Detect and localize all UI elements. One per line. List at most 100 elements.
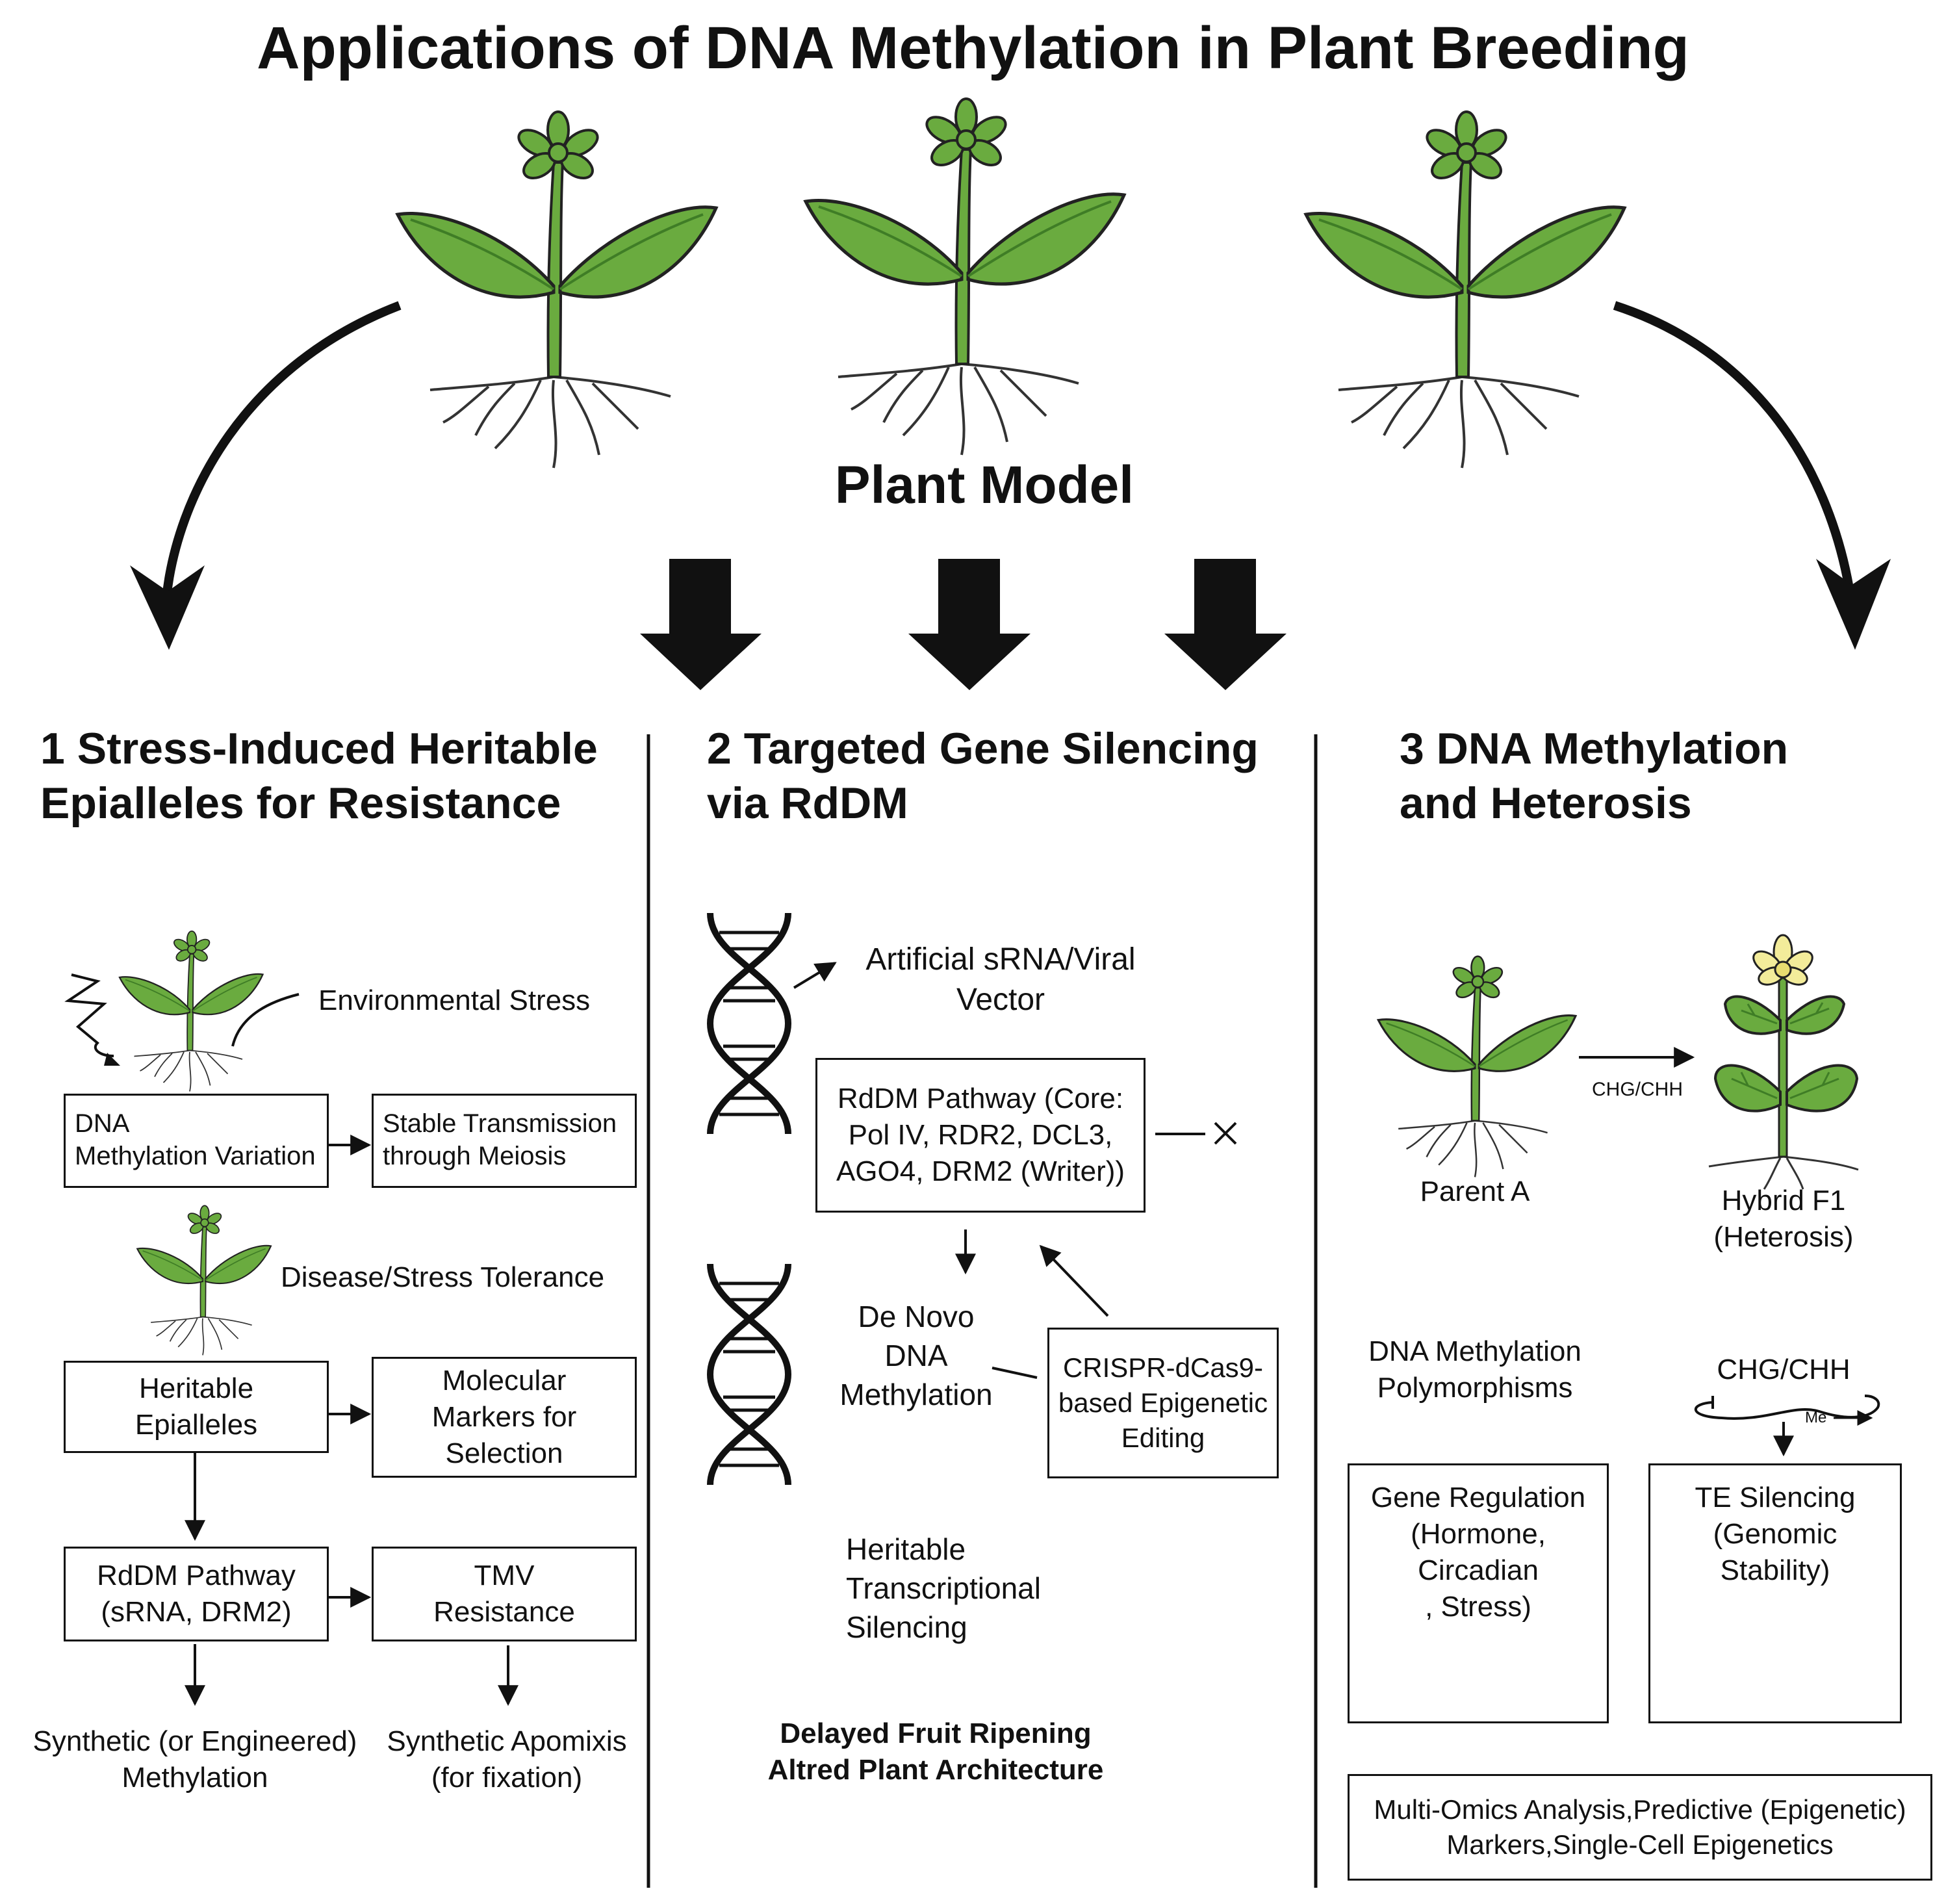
plant-right-icon xyxy=(1306,112,1624,468)
rddm-pathway-box: RdDM Pathway (sRNA, DRM2) xyxy=(64,1547,329,1641)
gene-regulation-line2: (Hormone, xyxy=(1411,1518,1546,1550)
de-novo-methylation-label: De Novo DNA Methylation xyxy=(825,1297,1007,1414)
gene-regulation-line4: , Stress) xyxy=(1425,1591,1531,1623)
section-3-title: 3 DNA Methylation and Heterosis xyxy=(1400,721,1932,830)
artificial-srna-line1: Artificial sRNA/Viral xyxy=(865,942,1136,977)
gene-regulation-line3: Circadian xyxy=(1418,1554,1539,1586)
te-silencing-line3: Stability) xyxy=(1720,1554,1830,1586)
rddm-pathway-line2: (sRNA, DRM2) xyxy=(101,1596,292,1628)
molecular-markers-line3: Selection xyxy=(445,1437,563,1469)
section-3-title-line2: and Heterosis xyxy=(1400,778,1692,828)
heritable-silencing-line2: Transcriptional xyxy=(846,1571,1041,1605)
outcome-label: Delayed Fruit Ripening Altred Plant Arch… xyxy=(715,1716,1157,1788)
molecular-markers-box: Molecular Markers for Selection xyxy=(372,1357,637,1478)
hybrid-f1-line1: Hybrid F1 xyxy=(1721,1185,1846,1216)
small-plant-2-icon xyxy=(136,1205,272,1356)
heritable-silencing-line1: Heritable xyxy=(846,1532,966,1566)
de-novo-line1: De Novo xyxy=(858,1300,975,1333)
dna-methylation-variation-line2: Methylation Variation xyxy=(75,1142,316,1170)
outcome-line2: Altred Plant Architecture xyxy=(767,1754,1104,1786)
parent-plant-icon xyxy=(1377,955,1577,1178)
chg-chh-label: CHG/CHH xyxy=(1717,1354,1850,1385)
molecular-markers-line2: Markers for xyxy=(431,1401,577,1433)
plant-center-icon xyxy=(806,99,1124,455)
artificial-srna-label: Artificial sRNA/Viral Vector xyxy=(838,940,1163,1020)
parent-a-label: Parent A xyxy=(1420,1176,1530,1207)
crispr-line2: based Epigenetic xyxy=(1058,1387,1268,1418)
section-1-title: 1 Stress-Induced Heritable Epialleles fo… xyxy=(40,721,638,830)
rddm-pathway-line1: RdDM Pathway xyxy=(97,1560,296,1591)
polymorphisms-label: DNA Methylation Polymorphisms xyxy=(1338,1333,1611,1406)
hybrid-f1-line2: (Heterosis) xyxy=(1713,1221,1854,1253)
hybrid-plant-icon xyxy=(1708,934,1859,1190)
rddm-core-line3: AGO4, DRM2 (Writer)) xyxy=(836,1155,1125,1187)
section-2-title-line1: 2 Targeted Gene Silencing xyxy=(707,724,1259,773)
curved-arrow-left-head xyxy=(130,565,205,650)
dna-methylation-variation-line1: DNA xyxy=(75,1109,130,1138)
stable-transmission-line1: Stable Transmission xyxy=(383,1109,617,1138)
stable-transmission-box: Stable Transmission through Meiosis xyxy=(372,1094,637,1188)
polymorphisms-line1: DNA Methylation xyxy=(1368,1335,1581,1367)
block-arrow-2 xyxy=(908,559,1031,690)
artificial-srna-line2: Vector xyxy=(956,983,1045,1017)
me-label: Me xyxy=(1805,1409,1827,1426)
outcome-line1: Delayed Fruit Ripening xyxy=(780,1717,1092,1749)
molecular-markers-line1: Molecular xyxy=(442,1365,567,1396)
de-novo-line3: Methylation xyxy=(839,1378,993,1411)
multi-omics-line2: Markers,Single-Cell Epigenetics xyxy=(1446,1829,1834,1860)
heritable-epialleles-line2: Epialleles xyxy=(134,1409,258,1441)
curved-arrow-right xyxy=(1613,301,1856,605)
tmv-resistance-line1: TMV xyxy=(474,1560,535,1591)
dna-helix-bottom-icon xyxy=(710,1264,788,1485)
page-title: Applications of DNA Methylation in Plant… xyxy=(257,15,1689,81)
rddm-core-line2: Pol IV, RDR2, DCL3, xyxy=(848,1119,1113,1151)
synthetic-apomixis-line1: Synthetic Apomixis xyxy=(387,1725,627,1757)
rddm-core-box: RdDM Pathway (Core: Pol IV, RDR2, DCL3, … xyxy=(815,1058,1146,1213)
section-3-title-line1: 3 DNA Methylation xyxy=(1400,724,1789,773)
hybrid-f1-label: Hybrid F1 (Heterosis) xyxy=(1683,1183,1884,1255)
block-arrow-1 xyxy=(640,559,762,690)
chg-chh-arrow-label: CHG/CHH xyxy=(1592,1079,1683,1100)
disease-tolerance-label: Disease/Stress Tolerance xyxy=(281,1261,605,1293)
block-arrow-3 xyxy=(1164,559,1287,690)
de-novo-line2: DNA xyxy=(884,1339,948,1372)
tmv-resistance-line2: Resistance xyxy=(433,1596,575,1628)
plant-left-icon xyxy=(398,112,716,468)
section-1-title-line1: 1 Stress-Induced Heritable xyxy=(40,724,598,773)
synthetic-methylation-line2: Methylation xyxy=(122,1762,268,1794)
heritable-epialleles-box: Heritable Epialleles xyxy=(64,1361,329,1453)
section-2-title: 2 Targeted Gene Silencing via RdDM xyxy=(707,721,1305,830)
crispr-line1: CRISPR-dCas9- xyxy=(1062,1352,1264,1383)
tmv-resistance-box: TMV Resistance xyxy=(372,1547,637,1641)
dna-helix-top-icon xyxy=(710,913,788,1134)
environmental-stress-label: Environmental Stress xyxy=(318,984,591,1016)
heritable-silencing-label: Heritable Transcriptional Silencing xyxy=(846,1530,1106,1647)
blocked-x-icon xyxy=(1214,1122,1237,1145)
stress-squiggle-icon xyxy=(64,973,114,1057)
crispr-box: CRISPR-dCas9- based Epigenetic Editing xyxy=(1047,1328,1279,1478)
synthetic-apomixis-label: Synthetic Apomixis (for fixation) xyxy=(370,1723,643,1796)
synthetic-methylation-line1: Synthetic (or Engineered) xyxy=(32,1725,357,1757)
synthetic-apomixis-line2: (for fixation) xyxy=(431,1762,583,1794)
crispr-line3: Editing xyxy=(1121,1422,1205,1453)
plant-model-label: Plant Model xyxy=(834,456,1134,515)
curved-arrow-left xyxy=(161,301,402,605)
methylation-curve-icon xyxy=(1694,1395,1880,1420)
curved-arrow-right-head xyxy=(1816,559,1891,650)
rddm-core-line1: RdDM Pathway (Core: xyxy=(837,1083,1124,1114)
te-silencing-box: TE Silencing (Genomic Stability) xyxy=(1648,1463,1902,1723)
heritable-silencing-line3: Silencing xyxy=(846,1610,967,1644)
heritable-epialleles-line1: Heritable xyxy=(138,1372,254,1404)
section-2-title-line2: via RdDM xyxy=(707,778,908,828)
gene-regulation-box: Gene Regulation (Hormone, Circadian , St… xyxy=(1348,1463,1609,1723)
gene-regulation-line1: Gene Regulation xyxy=(1370,1482,1586,1513)
multi-omics-line1: Multi-Omics Analysis,Predictive (Epigene… xyxy=(1374,1794,1906,1825)
section-1-title-line2: Epialleles for Resistance xyxy=(40,778,561,828)
synthetic-methylation-label: Synthetic (or Engineered) Methylation xyxy=(6,1723,383,1796)
polymorphisms-line2: Polymorphisms xyxy=(1377,1372,1573,1404)
dna-methylation-variation-box: DNA Methylation Variation xyxy=(64,1094,329,1188)
small-plant-1-icon xyxy=(118,930,264,1092)
te-silencing-line1: TE Silencing xyxy=(1695,1482,1856,1513)
te-silencing-line2: (Genomic xyxy=(1713,1518,1837,1550)
